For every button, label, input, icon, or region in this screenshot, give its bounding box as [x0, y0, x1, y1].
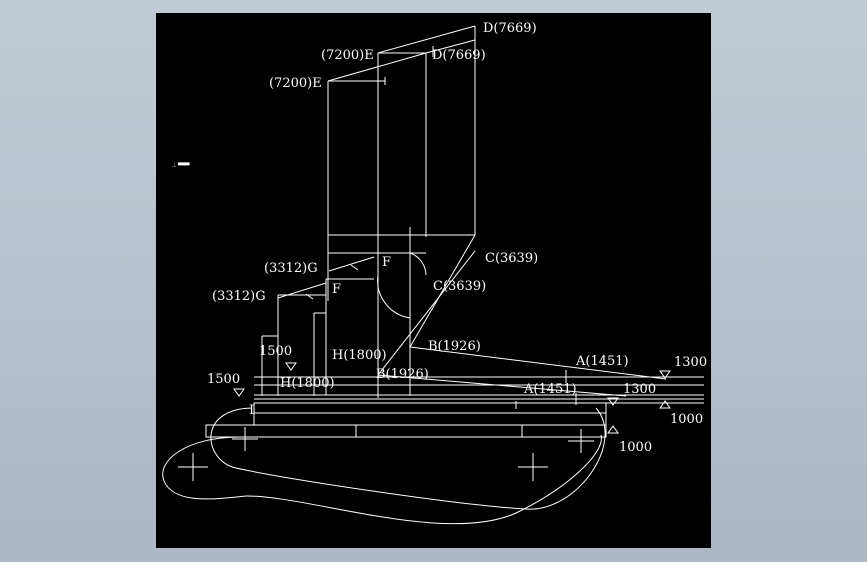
excavator-diagram: ⊥ ▀▀▀ [162, 21, 707, 525]
cad-drawing-canvas[interactable]: ⊥ ▀▀▀ [156, 13, 711, 548]
label-1500-lower: 1500 [207, 372, 240, 387]
label-1300-left: 1300 [623, 382, 656, 397]
label-f-outer: F [382, 255, 391, 270]
label-c-inner: C(3639) [433, 279, 486, 294]
label-1500-upper: 1500 [259, 344, 292, 359]
level-lines [233, 362, 704, 434]
label-a-inner: A(1451) [523, 382, 577, 397]
label-g-inner: (3312)G [212, 289, 266, 304]
dimension-labels: D(7669) D(7669) (7200)E (7200)E C(3639) … [207, 21, 707, 455]
label-i-mark: I [249, 403, 254, 418]
label-f-inner: F [332, 282, 341, 297]
label-1300-right: 1300 [674, 355, 707, 370]
label-1000-lower: 1000 [619, 440, 652, 455]
label-b-outer: B(1926) [428, 339, 481, 354]
label-a-outer: A(1451) [575, 354, 629, 369]
label-h-outer: H(1800) [332, 348, 387, 363]
label-d-inner: D(7669) [432, 48, 486, 63]
undercarriage [162, 402, 607, 525]
label-c-outer: C(3639) [485, 251, 538, 266]
label-g-outer: (3312)G [264, 261, 318, 276]
label-h-inner: H(1800) [280, 376, 335, 391]
label-b-inner: B(1926) [376, 367, 429, 382]
label-d-outer: D(7669) [483, 21, 537, 36]
label-e-outer: (7200)E [321, 48, 374, 63]
logo-mark: ⊥ ▀▀▀ [172, 162, 190, 169]
arm-outline [327, 25, 476, 398]
boom-structure [261, 227, 476, 396]
label-e-inner: (7200)E [269, 76, 322, 91]
label-1000-upper: 1000 [670, 412, 703, 427]
